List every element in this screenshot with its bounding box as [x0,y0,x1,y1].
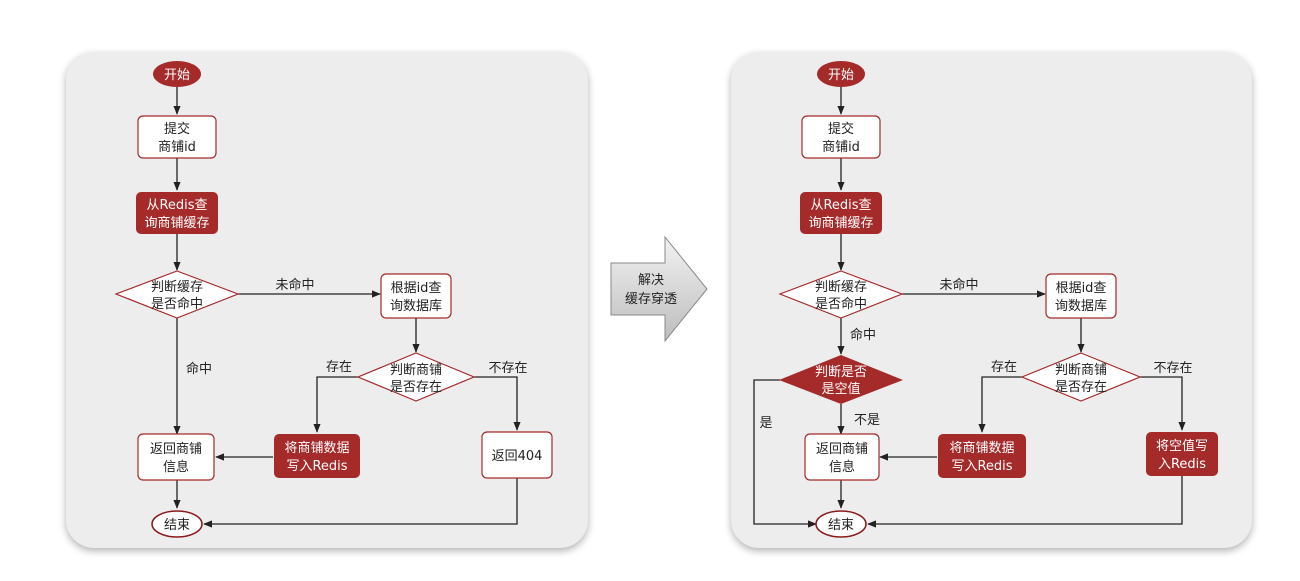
left-end-label: 结束 [164,518,190,533]
right-return-shop-line2: 信息 [829,459,855,475]
left-not-exists-label: 不存在 [488,361,527,376]
left-end-node: 结束 [151,510,203,538]
right-return-shop-node: 返回商铺 信息 [804,433,880,481]
left-start-node: 开始 [153,61,201,87]
right-not-exists-label: 不存在 [1153,361,1192,376]
left-start-label: 开始 [164,68,190,83]
left-judge-hit-line2: 是否命中 [151,296,203,312]
right-judge-null-line1: 判断是否 [815,365,867,380]
left-judge-exist-node: 判断商铺 是否存在 [356,352,476,402]
left-query-db-line1: 根据id查 [391,281,442,296]
left-write-redis-line2: 写入Redis [286,459,347,474]
right-return-shop-line1: 返回商铺 [816,442,868,457]
solve-arrow-line2: 缓存穿透 [625,291,677,307]
edge-404-end [203,478,518,528]
left-judge-hit-line1: 判断缓存 [151,280,203,295]
right-judge-exist-node: 判断商铺 是否存在 [1020,352,1142,402]
right-exists-label: 存在 [991,360,1017,375]
r-edge-not-exists [1140,376,1186,431]
right-judge-null-line2: 是空值 [821,381,860,397]
right-hit-label: 命中 [850,327,876,343]
right-judge-exist-line1: 判断商铺 [1055,363,1107,378]
left-query-db-line2: 询数据库 [390,298,442,314]
right-write-null-line2: 入Redis [1158,457,1206,472]
left-exists-label: 存在 [326,360,352,375]
right-judge-null-node: 判断是否 是空值 [779,355,903,404]
left-edges [173,87,521,528]
right-end-label: 结束 [828,518,854,533]
left-miss-label: 未命中 [275,277,314,293]
right-write-null-node: 将空值写 入Redis [1146,432,1218,476]
right-end-node: 结束 [815,510,867,538]
r-edge-is-null [753,379,817,528]
right-query-db-line2: 询数据库 [1055,298,1107,314]
left-submit-line2: 商铺id [158,140,196,155]
right-judge-hit-node: 判断缓存 是否命中 [778,270,904,319]
left-return-shop-line2: 信息 [163,459,189,475]
right-judge-hit-line1: 判断缓存 [815,280,867,295]
right-write-redis-line2: 写入Redis [951,459,1012,474]
right-submit-node: 提交 商铺id [801,115,881,159]
right-start-node: 开始 [817,61,865,87]
right-miss-label: 未命中 [939,277,978,293]
right-yes-label: 是 [759,416,772,431]
left-return-404-label: 返回404 [492,449,543,464]
right-query-redis-node: 从Redis查 询商铺缓存 [800,192,882,234]
left-return-shop-node: 返回商铺 信息 [137,433,215,481]
right-write-redis-node: 将商铺数据 写入Redis [938,434,1026,478]
right-edges [753,87,1186,528]
right-write-null-line1: 将空值写 [1156,438,1208,454]
left-query-redis-line1: 从Redis查 [146,198,207,213]
solve-arrow-line1: 解决 [638,273,664,288]
right-judge-exist-line2: 是否存在 [1055,380,1107,395]
left-return-404-node: 返回404 [481,431,553,479]
right-query-redis-line1: 从Redis查 [810,198,871,213]
left-judge-exist-line1: 判断商铺 [390,363,442,378]
edge-not-exists [474,376,521,431]
right-write-redis-line1: 将商铺数据 [949,441,1014,456]
left-write-redis-node: 将商铺数据 写入Redis [274,434,360,478]
right-no-label: 不是 [854,413,880,428]
left-hit-label: 命中 [186,361,212,377]
left-judge-exist-line2: 是否存在 [390,380,442,395]
left-query-redis-node: 从Redis查 询商铺缓存 [136,192,218,234]
r-edge-null-end [867,476,1183,528]
edge-exists [313,376,358,433]
left-submit-node: 提交 商铺id [137,115,217,159]
right-query-db-node: 根据id查 询数据库 [1045,273,1117,319]
left-write-redis-line1: 将商铺数据 [284,441,349,456]
left-query-db-node: 根据id查 询数据库 [380,273,452,319]
r-edge-exists [978,376,1022,433]
left-return-shop-line1: 返回商铺 [150,442,202,457]
left-query-redis-line2: 询商铺缓存 [144,216,209,231]
left-judge-hit-node: 判断缓存 是否命中 [114,270,240,319]
right-judge-hit-line2: 是否命中 [815,296,867,312]
right-start-label: 开始 [828,68,854,83]
left-flow: 开始 提交 商铺id 从Redis查 询商铺缓存 判断缓存 是否命中 未命中 命… [114,61,553,538]
left-submit-line1: 提交 [164,121,190,137]
right-submit-line2: 商铺id [822,140,860,155]
solve-arrow-shape [610,235,708,343]
right-flow: 开始 提交 商铺id 从Redis查 询商铺缓存 判断缓存 是否命中 未命中 命… [753,61,1218,538]
right-query-redis-line2: 询商铺缓存 [808,216,873,231]
right-submit-line1: 提交 [828,121,854,137]
right-query-db-line1: 根据id查 [1056,281,1107,296]
solve-arrow: 解决 缓存穿透 [610,235,708,343]
